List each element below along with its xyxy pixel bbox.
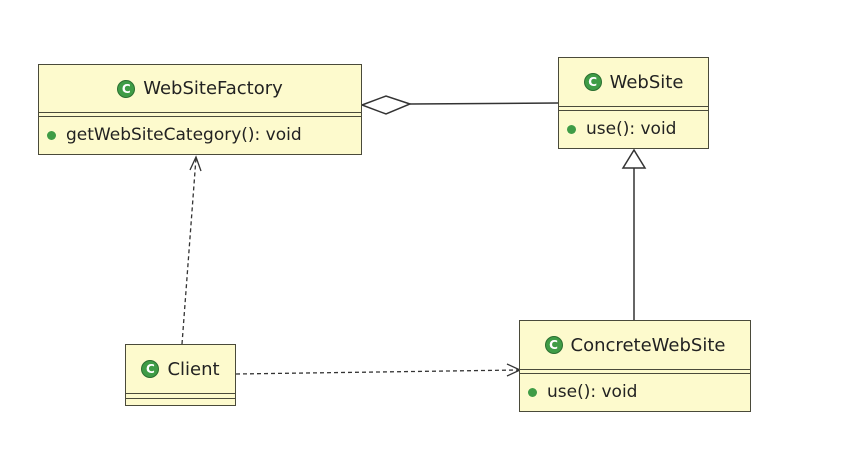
class-header: C WebSiteFactory bbox=[39, 65, 361, 113]
class-icon: C bbox=[583, 73, 602, 91]
operation-label: use(): void bbox=[586, 119, 677, 139]
class-client[interactable]: C Client bbox=[125, 344, 236, 406]
public-method-icon bbox=[567, 124, 576, 134]
public-method-icon bbox=[528, 387, 537, 397]
class-icon: C bbox=[117, 79, 136, 98]
attributes-compartment bbox=[559, 107, 708, 111]
operation-label: use(): void bbox=[547, 382, 638, 402]
dependency-client-factory bbox=[181, 155, 202, 345]
generalization-connector bbox=[621, 148, 647, 320]
attributes-compartment bbox=[126, 394, 235, 399]
class-name: ConcreteWebSite bbox=[570, 334, 726, 356]
class-icon: C bbox=[544, 336, 563, 354]
public-method-icon bbox=[47, 130, 56, 140]
operations-compartment: getWebSiteCategory(): void bbox=[39, 117, 361, 153]
dependency-client-concrete bbox=[235, 363, 522, 377]
operations-compartment: use(): void bbox=[559, 111, 708, 147]
class-icon: C bbox=[141, 360, 160, 378]
class-name: WebSiteFactory bbox=[143, 78, 283, 99]
operations-compartment: use(): void bbox=[520, 374, 750, 410]
generalization-triangle bbox=[621, 148, 647, 169]
aggregation-connector bbox=[359, 95, 559, 115]
class-header: C Client bbox=[126, 345, 235, 394]
class-name: Client bbox=[167, 358, 220, 380]
class-concretewebsite[interactable]: C ConcreteWebSite use(): void bbox=[519, 320, 751, 412]
class-header: C WebSite bbox=[559, 58, 708, 107]
class-name: WebSite bbox=[609, 71, 684, 93]
attributes-compartment bbox=[39, 113, 361, 117]
class-websitefactory[interactable]: C WebSiteFactory getWebSiteCategory(): v… bbox=[38, 64, 362, 155]
operation-label: getWebSiteCategory(): void bbox=[66, 125, 302, 145]
class-website[interactable]: C WebSite use(): void bbox=[558, 57, 709, 149]
operations-compartment bbox=[126, 399, 235, 405]
dependency-arrowhead bbox=[189, 155, 202, 172]
class-header: C ConcreteWebSite bbox=[520, 321, 750, 370]
aggregation-diamond bbox=[359, 95, 413, 115]
attributes-compartment bbox=[520, 370, 750, 374]
